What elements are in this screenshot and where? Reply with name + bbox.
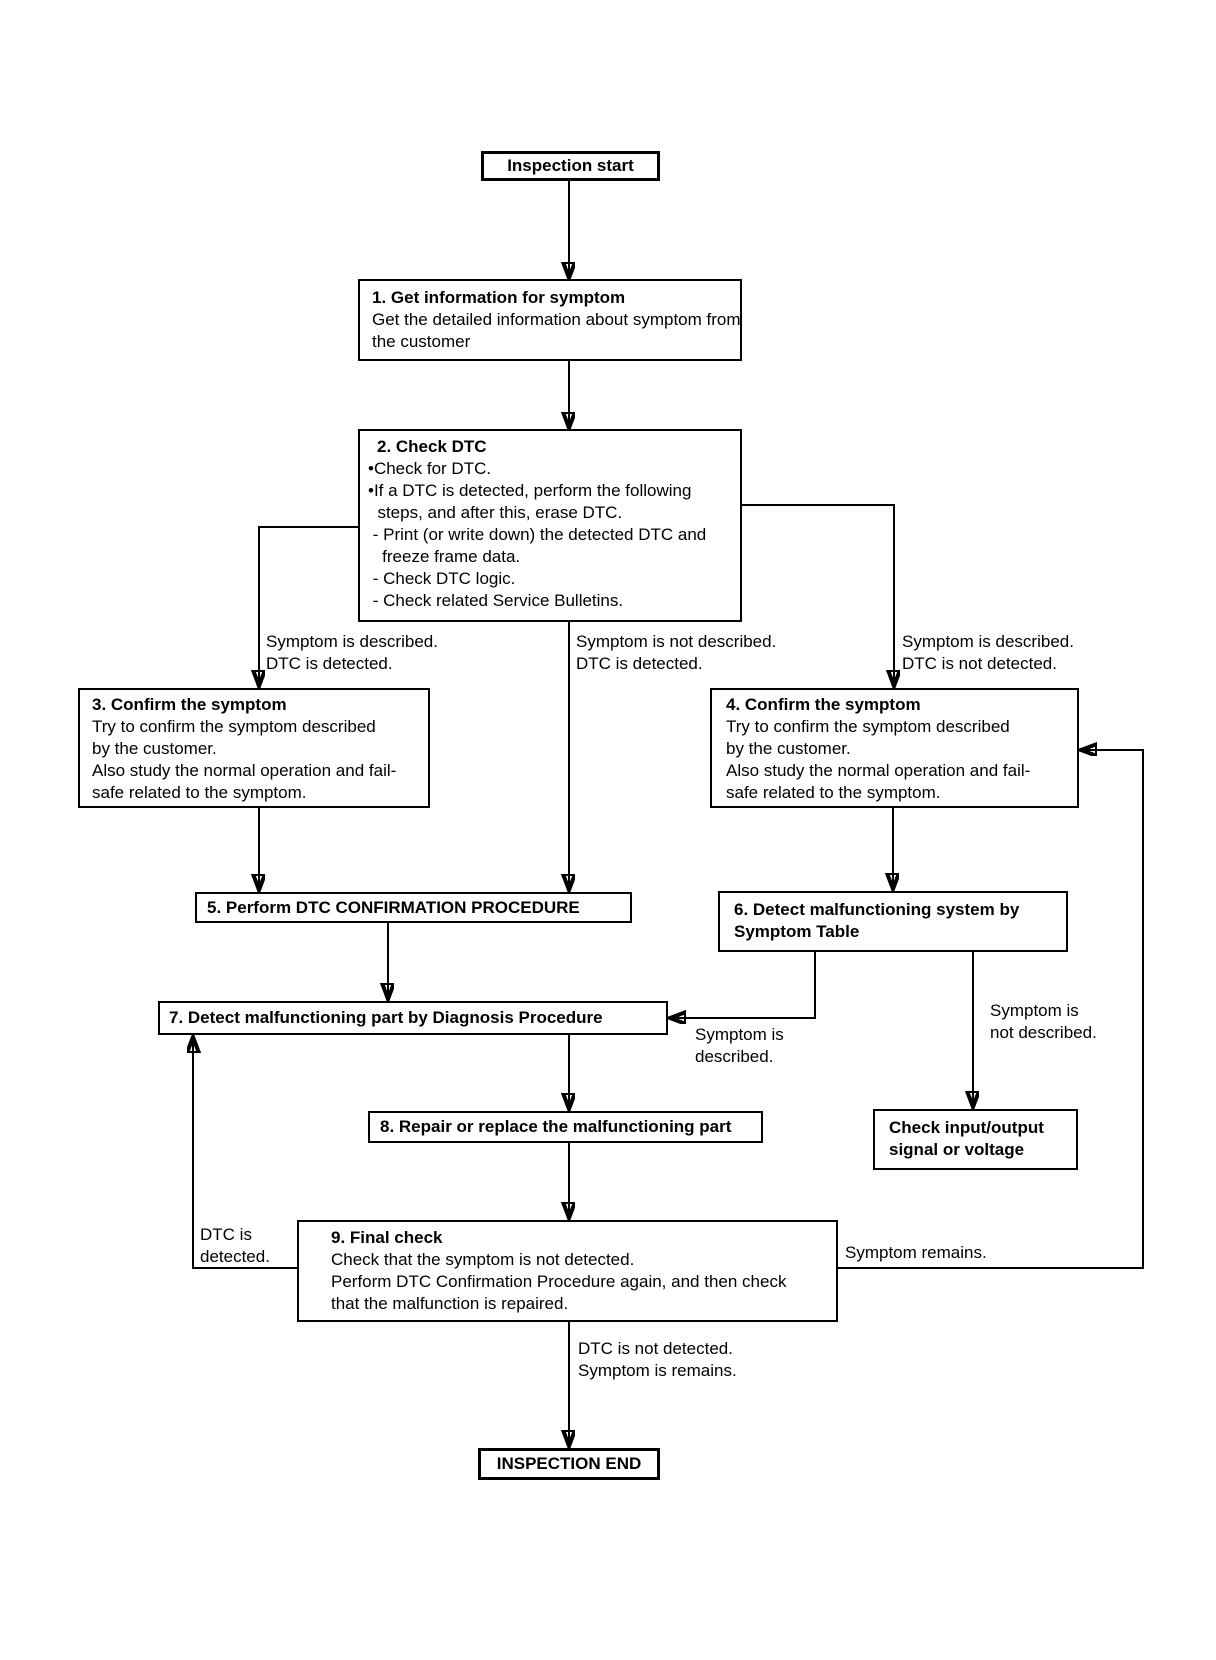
node-4-title: 4. Confirm the symptom [726, 695, 921, 714]
node-7-title: 7. Detect malfunctioning part by Diagnos… [169, 1008, 603, 1027]
start-label: Inspection start [507, 156, 634, 175]
node-1-title: 1. Get information for symptom [372, 288, 626, 307]
label-branch-symptom-not-described-dtc-detected: Symptom is not described. DTC is detecte… [576, 632, 777, 673]
node-check-io-signal: Check input/output signal or voltage [873, 1109, 1078, 1170]
label-symptom-is-described: Symptom is described. [695, 1025, 784, 1066]
node-5-dtc-confirmation-procedure: 5. Perform DTC CONFIRMATION PROCEDURE [195, 892, 632, 923]
node-2-body: •Check for DTC. •If a DTC is detected, p… [368, 459, 707, 610]
node-1-get-information: 1. Get information for symptom Get the d… [358, 279, 742, 361]
node-3-title: 3. Confirm the symptom [92, 695, 287, 714]
label-dtc-is-detected: DTC is detected. [200, 1225, 270, 1266]
connector-2-to-3 [259, 526, 358, 684]
end-label: INSPECTION END [496, 1454, 642, 1473]
connector-9-to-4-feedback [838, 750, 1144, 1269]
label-branch-symptom-described-dtc-not-detected: Symptom is described. DTC is not detecte… [902, 632, 1074, 673]
node-9-final-check: 9. Final check Check that the symptom is… [297, 1220, 838, 1322]
label-dtc-not-detected-symptom-remains: DTC is not detected. Symptom is remains. [578, 1339, 737, 1380]
node-6-detect-system: 6. Detect malfunctioning system by Sympt… [718, 891, 1068, 952]
node-check-io-title: Check input/output signal or voltage [889, 1118, 1044, 1159]
node-4-confirm-symptom: 4. Confirm the symptom Try to confirm th… [710, 688, 1079, 808]
node-2-check-dtc: 2. Check DTC •Check for DTC. •If a DTC i… [358, 429, 742, 622]
connector-9-to-7-feedback [193, 1039, 297, 1269]
node-9-body: Check that the symptom is not detected. … [331, 1250, 787, 1313]
node-9-title: 9. Final check [331, 1228, 443, 1247]
node-8-repair-or-replace: 8. Repair or replace the malfunctioning … [368, 1111, 763, 1143]
label-branch-symptom-described-dtc-detected: Symptom is described. DTC is detected. [266, 632, 438, 673]
connector-2-to-4 [742, 504, 894, 684]
node-1-body: Get the detailed information about sympt… [372, 310, 741, 351]
node-8-title: 8. Repair or replace the malfunctioning … [380, 1117, 732, 1136]
node-3-confirm-symptom: 3. Confirm the symptom Try to confirm th… [78, 688, 430, 808]
start-node: Inspection start [481, 151, 660, 181]
node-6-title: 6. Detect malfunctioning system by Sympt… [734, 900, 1020, 941]
node-3-body: Try to confirm the symptom described by … [92, 717, 397, 802]
node-5-title: 5. Perform DTC CONFIRMATION PROCEDURE [207, 897, 580, 917]
label-symptom-remains: Symptom remains. [845, 1243, 987, 1262]
label-symptom-is-not-described: Symptom is not described. [990, 1001, 1097, 1042]
node-4-body: Try to confirm the symptom described by … [726, 717, 1031, 802]
node-2-title: 2. Check DTC [377, 437, 487, 456]
node-7-detect-part: 7. Detect malfunctioning part by Diagnos… [158, 1001, 668, 1035]
connector-6-to-7 [672, 952, 816, 1018]
end-node: INSPECTION END [478, 1448, 660, 1480]
